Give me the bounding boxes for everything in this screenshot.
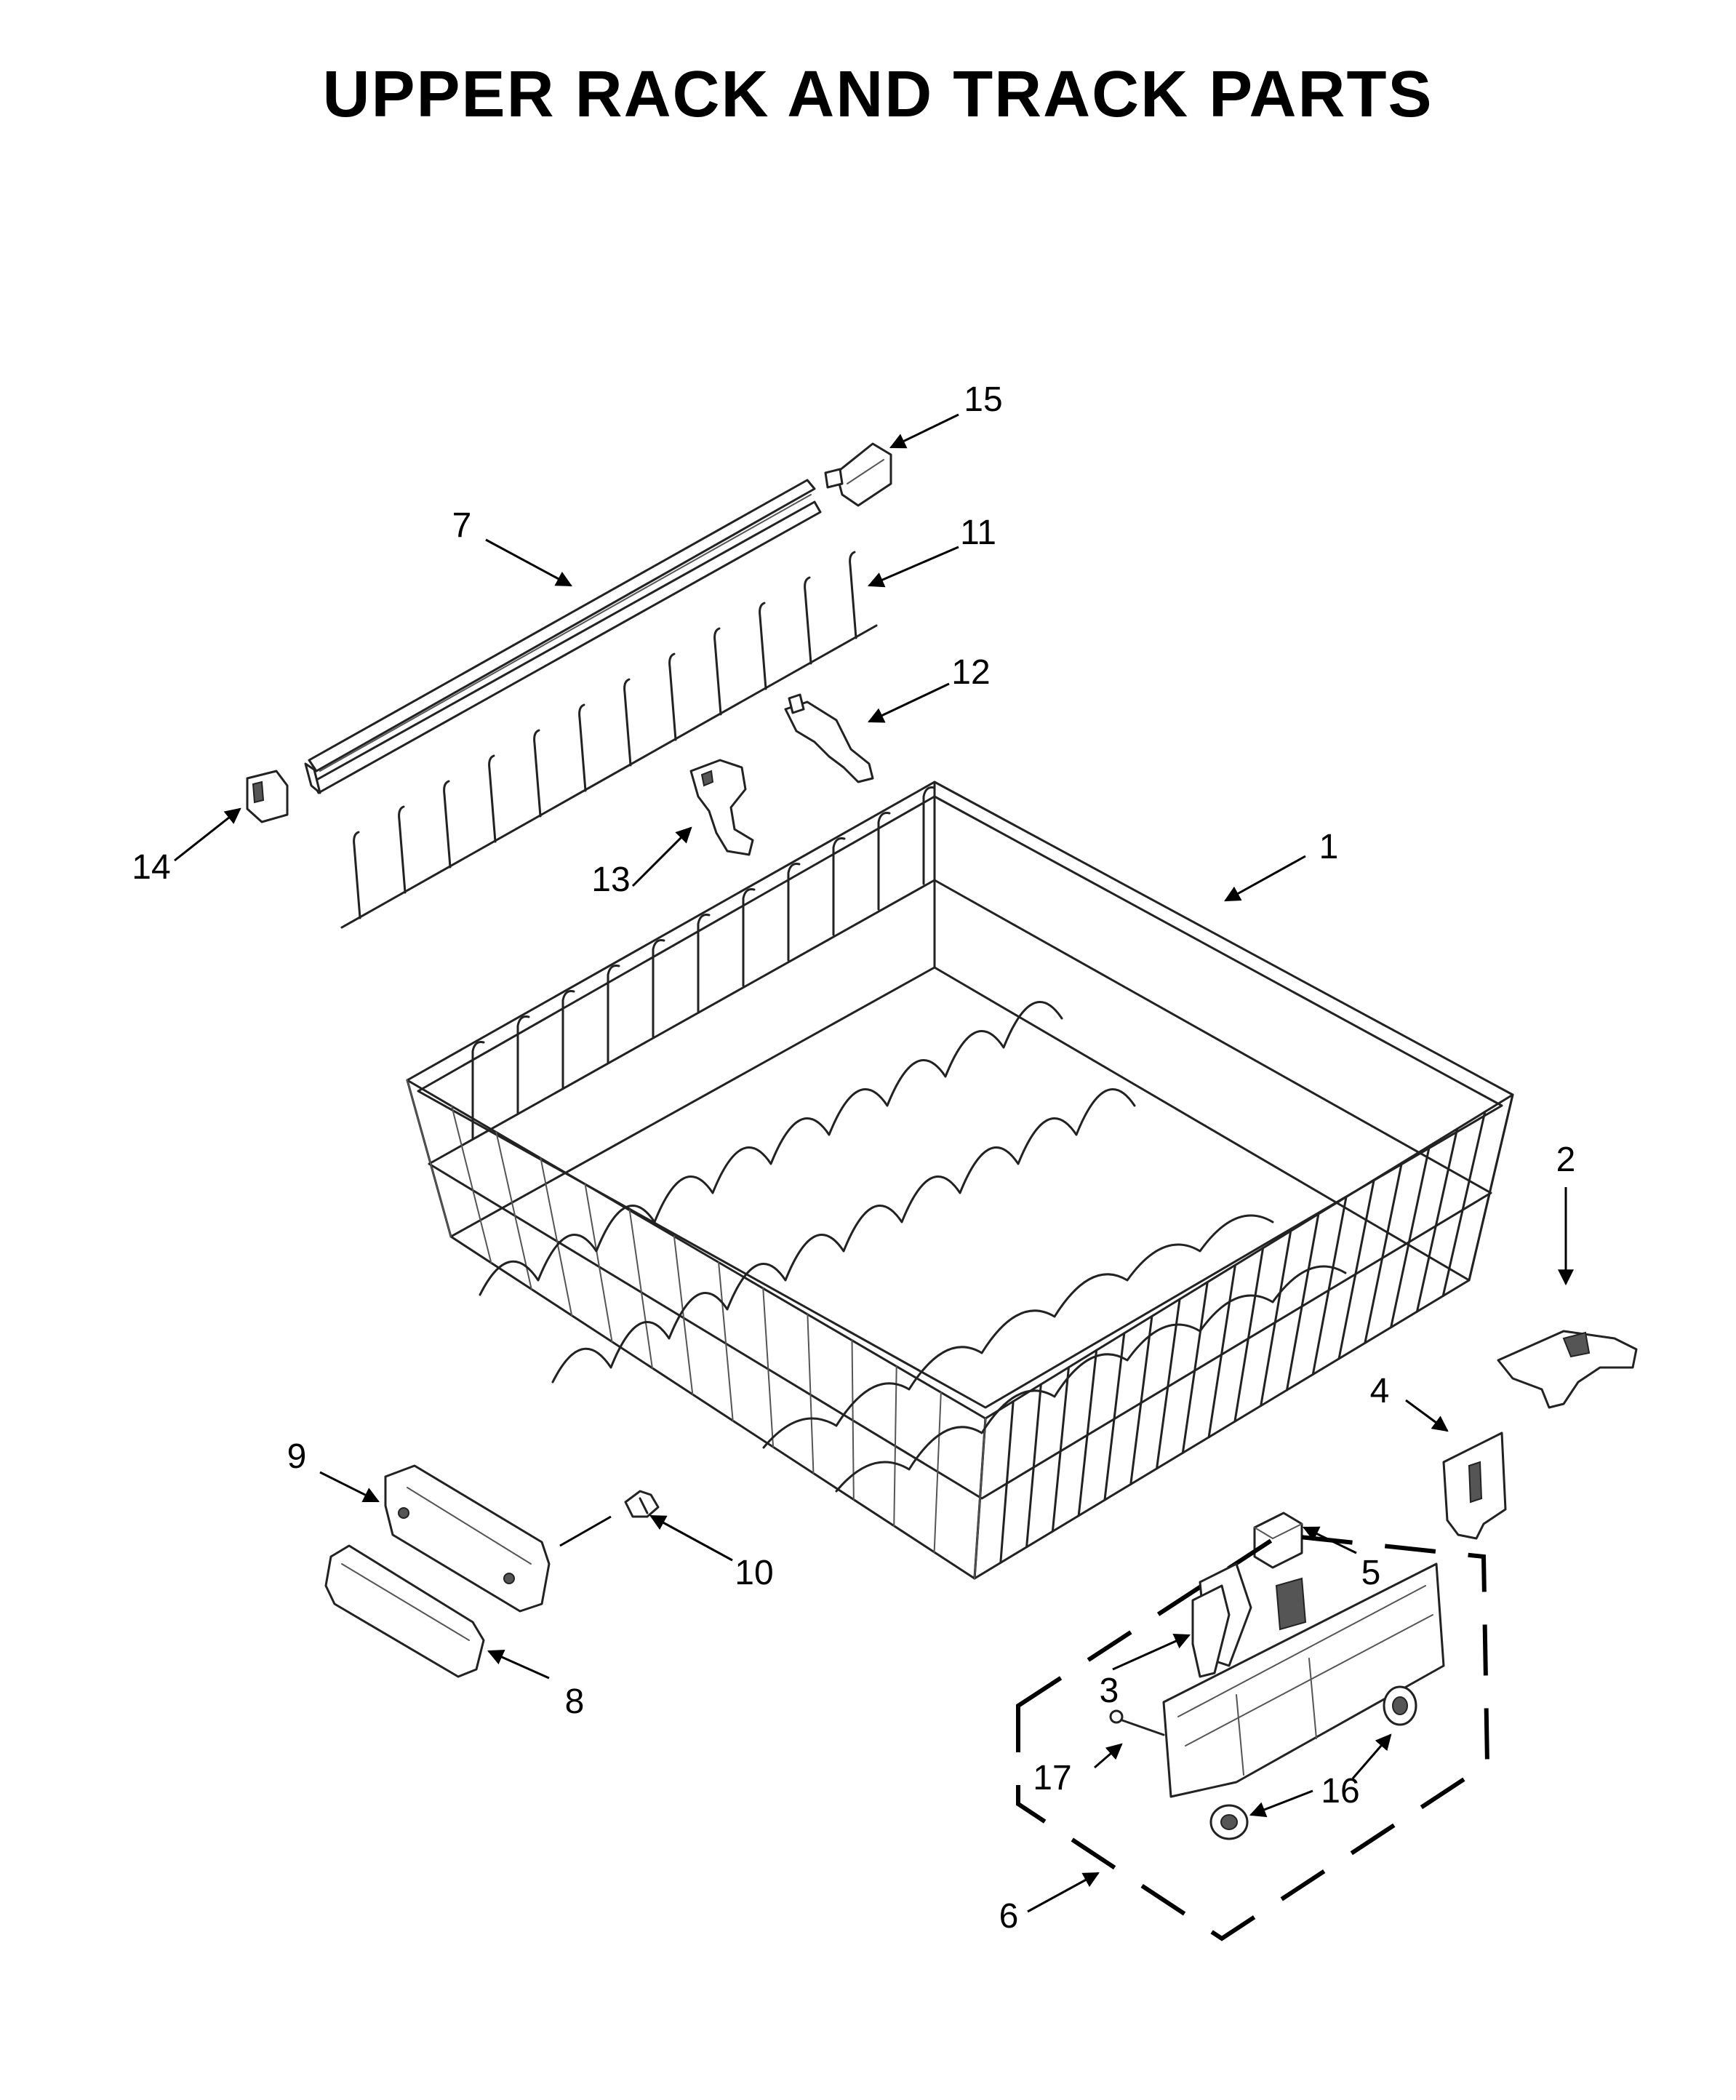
rack-front-wire — [1233, 1247, 1265, 1423]
rack-tine-wire — [697, 914, 711, 1013]
callout-10: 10 — [735, 1554, 773, 1592]
rack-front-wire — [1103, 1332, 1126, 1501]
callout-9: 9 — [287, 1437, 307, 1476]
callout-11: 11 — [960, 514, 996, 552]
rack-front-wire — [1025, 1383, 1042, 1549]
part-14-end-cap — [246, 770, 289, 823]
callout-16: 16 — [1321, 1772, 1359, 1810]
rack-left-wire — [540, 1157, 573, 1317]
rack-left-wire — [933, 1392, 942, 1553]
part-16-roller-lower — [1209, 1804, 1249, 1840]
part-4-bracket — [1442, 1432, 1507, 1540]
callout-7: 7 — [452, 506, 472, 545]
rack-front-wire — [1337, 1178, 1375, 1360]
callout-14: 14 — [132, 848, 170, 887]
tine-wire — [713, 627, 722, 716]
part-13-hinge-clip — [689, 759, 754, 856]
part-16-roller-upper — [1383, 1685, 1417, 1726]
rack-front-wire — [1207, 1263, 1236, 1439]
tine-wire — [443, 780, 452, 869]
rack-left-wire — [762, 1287, 775, 1448]
rack-left-wire — [495, 1131, 532, 1290]
callout-6: 6 — [999, 1897, 1019, 1936]
callout-2: 2 — [1556, 1141, 1576, 1179]
tine-wire — [398, 805, 407, 894]
tine-wire — [668, 652, 677, 741]
tine-wire — [759, 602, 767, 690]
rack-left-wire — [628, 1209, 653, 1369]
part-7-track-rail — [304, 479, 822, 794]
part-9-handle-base — [384, 1464, 551, 1613]
tine-wire — [849, 551, 857, 639]
rack-tine-wire — [516, 1015, 530, 1114]
part-10-screw — [624, 1490, 660, 1518]
rack-front-wire — [1260, 1229, 1292, 1408]
tine-wire — [623, 678, 632, 767]
part-2-adjuster-arm — [1497, 1330, 1638, 1409]
rack-front-wire — [1415, 1127, 1459, 1313]
callout-8: 8 — [565, 1682, 585, 1721]
rack-left-wire — [407, 1079, 452, 1237]
rack-front-wire — [1156, 1298, 1181, 1470]
part-5-block — [1253, 1512, 1303, 1569]
rack-left-wire — [451, 1105, 492, 1264]
rack-left-wire — [584, 1183, 613, 1343]
rack-tine-wire — [607, 965, 620, 1063]
callout-1: 1 — [1319, 828, 1339, 866]
diagram-title: UPPER RACK AND TRACK PARTS — [322, 58, 1433, 131]
part-17-screw — [1109, 1709, 1165, 1736]
rack-front-wire — [1129, 1314, 1153, 1486]
rack-left-wire — [974, 1418, 986, 1579]
tine-wire — [353, 831, 361, 919]
rack-left-wire — [718, 1261, 734, 1422]
rack-front-wire — [1077, 1349, 1098, 1517]
rack-tine-wire — [652, 939, 665, 1038]
rack-tine-wire — [877, 812, 891, 911]
rack-front-wire — [1441, 1110, 1487, 1298]
part-8-handle-cover — [324, 1544, 485, 1678]
part-1-upper-rack — [406, 780, 1514, 1580]
rack-tine-wire — [832, 837, 846, 936]
rack-tine-wire — [471, 1041, 485, 1140]
tine-wire — [578, 703, 587, 792]
rack-tine-wire — [787, 863, 801, 962]
callout-4: 4 — [1370, 1372, 1390, 1410]
rack-front-wire — [1285, 1213, 1320, 1392]
rack-left-wire — [893, 1365, 897, 1527]
tine-wire — [488, 754, 497, 843]
callout-15: 15 — [964, 380, 1002, 419]
tine-wire — [533, 729, 542, 818]
rack-front-wire — [999, 1400, 1015, 1564]
rack-tine-wire — [561, 990, 575, 1089]
rack-front-wire — [1181, 1281, 1209, 1454]
leader-lines — [174, 413, 1574, 1913]
callout-12: 12 — [951, 653, 990, 692]
rack-left-wire — [807, 1313, 815, 1474]
rack-tine-wire — [922, 786, 936, 885]
rack-left-wire — [673, 1235, 694, 1395]
callout-13: 13 — [591, 861, 630, 899]
rack-front-wire — [1468, 1093, 1514, 1282]
callout-17: 17 — [1033, 1759, 1071, 1797]
rack-tine-wire — [742, 888, 756, 987]
tine-wire — [804, 576, 812, 665]
part-11-tine-row — [340, 551, 878, 929]
callout-3: 3 — [1100, 1672, 1119, 1710]
callout-5: 5 — [1361, 1554, 1381, 1592]
part-12-clip — [784, 693, 874, 783]
part-3-lever — [1191, 1584, 1231, 1678]
rack-front-wire — [1364, 1162, 1403, 1344]
part-15-track-stop — [824, 442, 892, 507]
rack-front-wire — [1390, 1144, 1431, 1329]
rack-front-wire — [1311, 1196, 1348, 1376]
rack-front-wire — [1051, 1366, 1070, 1533]
